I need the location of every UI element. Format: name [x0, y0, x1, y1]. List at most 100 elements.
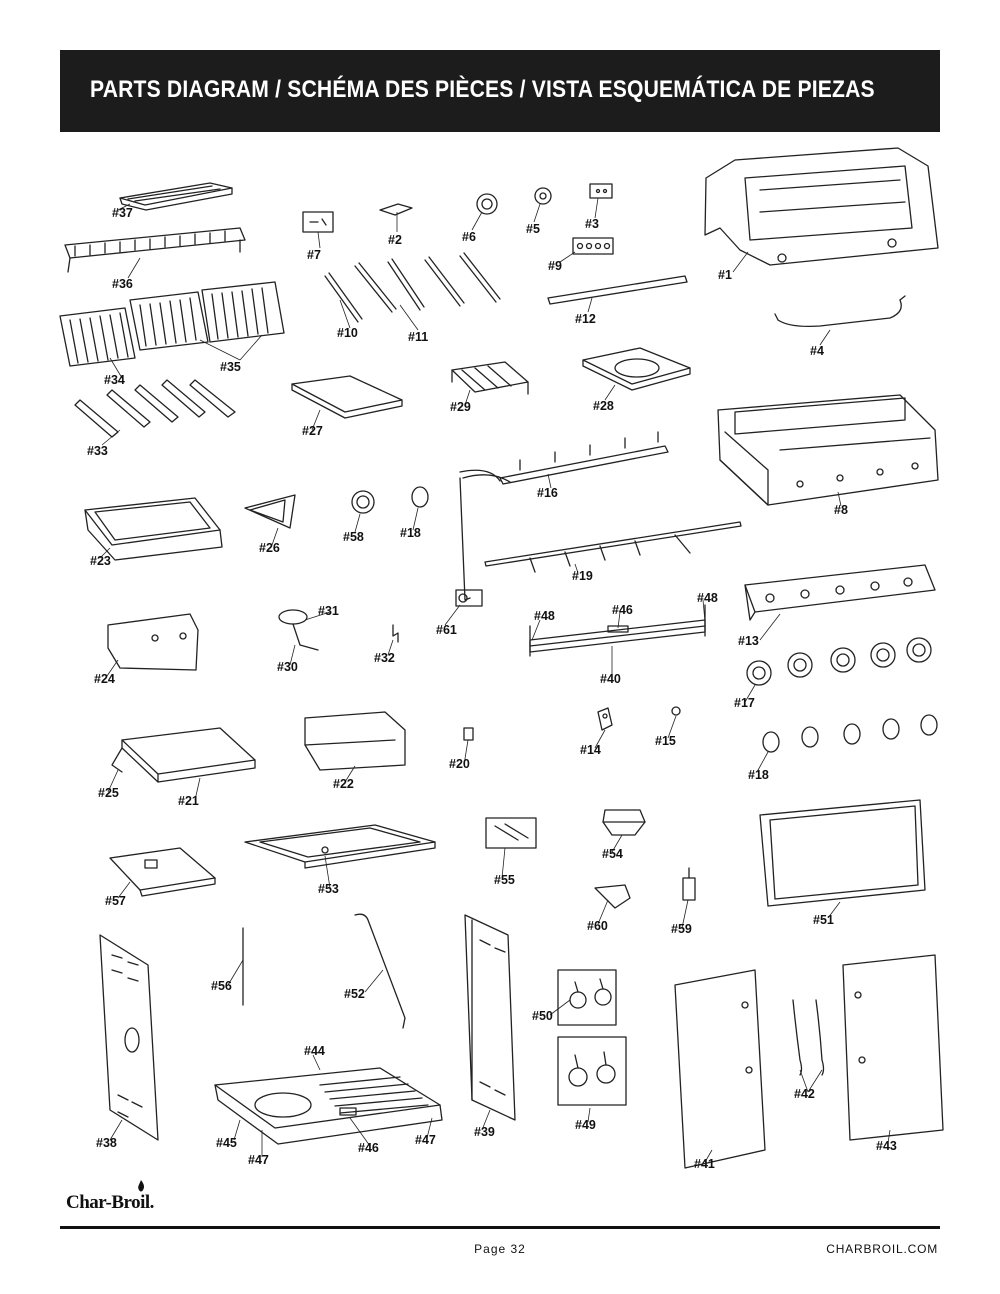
label-13: #13: [738, 634, 759, 648]
label-34: #34: [104, 373, 125, 387]
part-44-drawing: [214, 1067, 443, 1145]
part-6-drawing: [476, 193, 498, 215]
label-33: #33: [87, 444, 108, 458]
part-49-drawing: [557, 1036, 627, 1106]
label-31: #31: [318, 604, 339, 618]
label-12: #12: [575, 312, 596, 326]
part-30-drawing: [278, 609, 319, 651]
label-55: #55: [494, 873, 515, 887]
label-3: #3: [585, 217, 599, 231]
label-46: #46: [358, 1141, 379, 1155]
part-43-drawing: [842, 954, 944, 1141]
part-35-drawing: [129, 281, 285, 351]
label-6: #6: [462, 230, 476, 244]
label-28: #28: [593, 399, 614, 413]
part-7-drawing: [302, 211, 334, 233]
label-53: #53: [318, 882, 339, 896]
label-59: #59: [671, 922, 692, 936]
label-29: #29: [450, 400, 471, 414]
label-23: #23: [90, 554, 111, 568]
part-38-drawing: [99, 934, 159, 1141]
label-46-top: #46: [612, 603, 633, 617]
label-10: #10: [337, 326, 358, 340]
label-52: #52: [344, 987, 365, 1001]
label-18-top: #18: [400, 526, 421, 540]
page-number: Page 32: [474, 1242, 526, 1256]
part-15-drawing: [671, 706, 681, 716]
label-56: #56: [211, 979, 232, 993]
part-4-drawing: [774, 295, 906, 328]
part-21-drawing: [111, 727, 256, 783]
label-44: #44: [304, 1044, 325, 1058]
part-20-drawing: [463, 727, 474, 741]
label-26: #26: [259, 541, 280, 555]
part-53-drawing: [244, 824, 436, 869]
label-16: #16: [537, 486, 558, 500]
part-19-drawing: [484, 521, 742, 573]
label-43: #43: [876, 1139, 897, 1153]
label-2: #2: [388, 233, 402, 247]
label-54: #54: [602, 847, 623, 861]
part-12-drawing: [547, 275, 688, 305]
label-17: #17: [734, 696, 755, 710]
part-10-11-drawing: [324, 252, 501, 323]
part-42-drawing: [792, 999, 825, 1076]
label-32: #32: [374, 651, 395, 665]
label-49: #49: [575, 1118, 596, 1132]
part-54-drawing: [602, 809, 646, 836]
part-27-drawing: [291, 375, 403, 419]
part-51-drawing: [759, 799, 926, 907]
label-37: #37: [112, 206, 133, 220]
part-36-drawing: [64, 227, 246, 273]
label-1: #1: [718, 268, 732, 282]
part-2-drawing: [379, 203, 413, 216]
website-url: CHARBROIL.COM: [826, 1242, 938, 1256]
part-24-drawing: [107, 613, 199, 671]
part-14-drawing: [597, 707, 613, 731]
label-41: #41: [694, 1157, 715, 1171]
label-18: #18: [748, 768, 769, 782]
part-5-drawing: [534, 187, 552, 205]
label-14: #14: [580, 743, 601, 757]
label-60: #60: [587, 919, 608, 933]
part-17-drawing: [746, 637, 932, 686]
label-51: #51: [813, 913, 834, 927]
label-45: #45: [216, 1136, 237, 1150]
part-57-drawing: [109, 847, 216, 897]
label-24: #24: [94, 672, 115, 686]
part-29-drawing: [451, 361, 529, 395]
label-61: #61: [436, 623, 457, 637]
part-18-bezels-drawing: [762, 714, 938, 753]
part-61-drawing: [455, 474, 511, 607]
label-47-right: #47: [415, 1133, 436, 1147]
part-60-drawing: [594, 884, 631, 909]
label-58: #58: [343, 530, 364, 544]
label-7: #7: [307, 248, 321, 262]
label-57: #57: [105, 894, 126, 908]
label-38: #38: [96, 1136, 117, 1150]
label-27: #27: [302, 424, 323, 438]
part-52-drawing: [354, 913, 406, 1029]
label-42: #42: [794, 1087, 815, 1101]
part-8-drawing: [717, 394, 939, 506]
label-15: #15: [655, 734, 676, 748]
part-58-drawing: [351, 490, 375, 514]
label-40: #40: [600, 672, 621, 686]
page-title: PARTS DIAGRAM / SCHÉMA DES PIÈCES / VIST…: [90, 76, 875, 103]
part-22-drawing: [304, 711, 406, 771]
label-39: #39: [474, 1125, 495, 1139]
part-55-drawing: [485, 817, 537, 849]
label-9: #9: [548, 259, 562, 273]
part-39-drawing: [464, 914, 516, 1121]
label-48-right: #48: [697, 591, 718, 605]
part-34-drawing: [59, 307, 136, 367]
part-37-drawing: [119, 182, 233, 211]
label-21: #21: [178, 794, 199, 808]
label-47-left: #47: [248, 1153, 269, 1167]
part-18-knob-drawing: [411, 486, 429, 508]
part-28-drawing: [582, 347, 691, 391]
part-59-drawing: [682, 867, 696, 901]
label-22: #22: [333, 777, 354, 791]
label-5: #5: [526, 222, 540, 236]
label-25: #25: [98, 786, 119, 800]
